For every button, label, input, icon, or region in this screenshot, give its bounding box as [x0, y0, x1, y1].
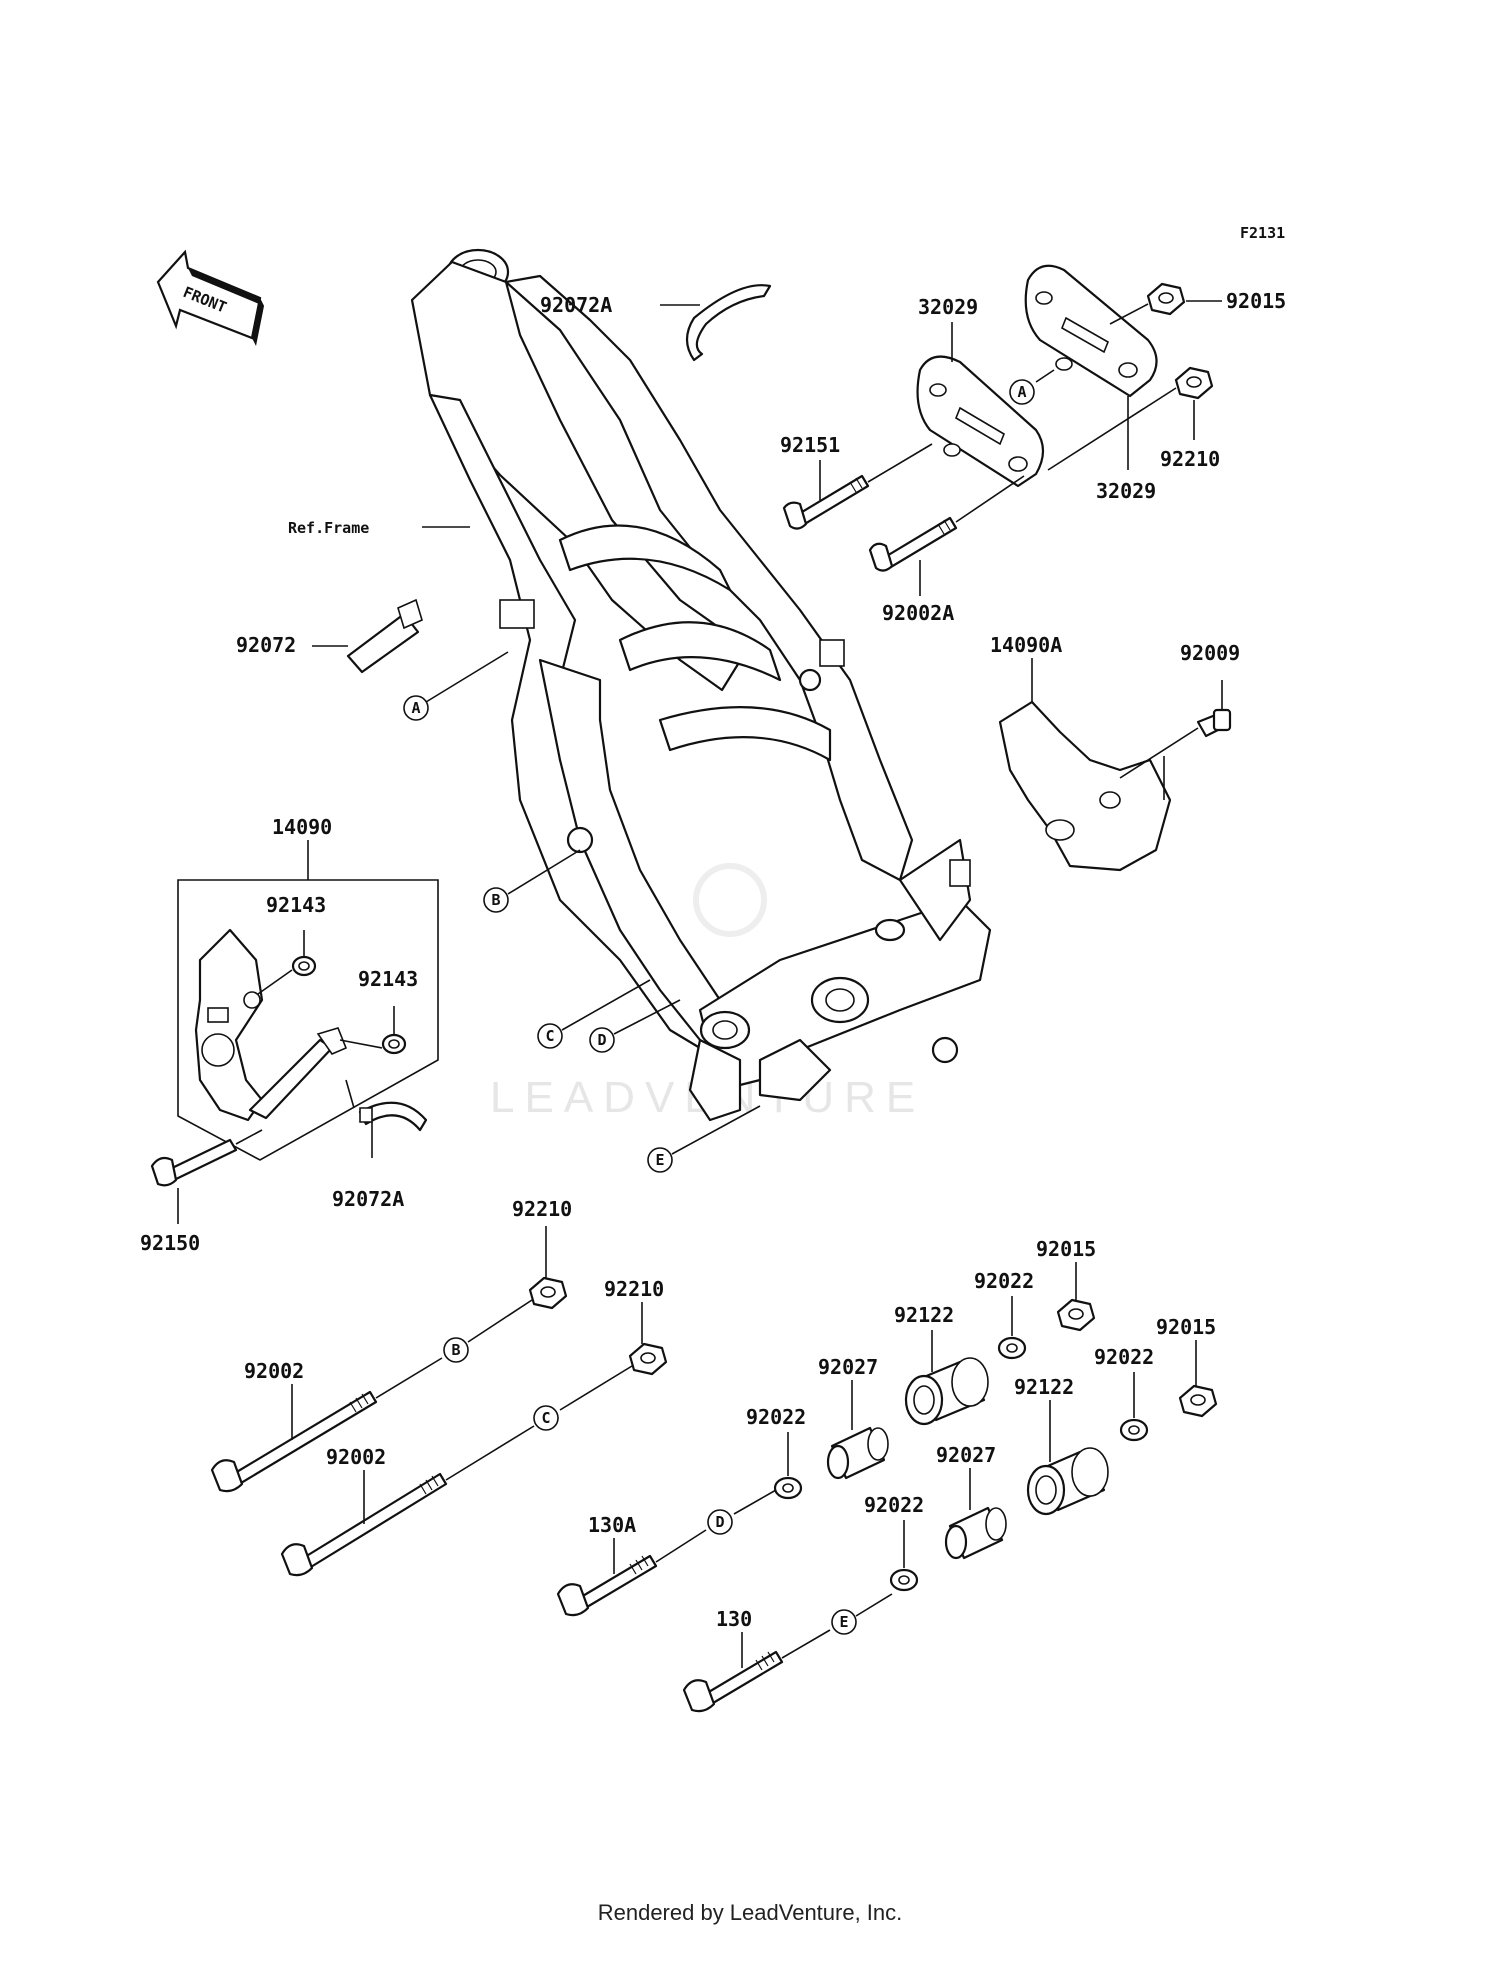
guard-14090-assembly: 14090 92143 92143 [177, 815, 439, 1161]
label-92210-mid2: 92210 [604, 1277, 664, 1301]
label-92143-a: 92143 [266, 893, 326, 917]
bolt-92002A: 92002A [868, 475, 1025, 625]
nut-92015-top: 92015 [1109, 282, 1286, 325]
label-92027-a: 92027 [818, 1355, 878, 1379]
label-92002-b: 92002 [326, 1445, 386, 1469]
svg-text:D: D [597, 1031, 606, 1049]
label-14090A: 14090A [990, 633, 1062, 657]
collar-92027-b: 92027 [936, 1443, 1007, 1560]
label-92022-d: 92022 [864, 1493, 924, 1517]
engine-mount-plate-lower [916, 355, 1045, 488]
footer-credit: Rendered by LeadVenture, Inc. [597, 1900, 903, 1925]
nut-92015-mid: 92015 [1036, 1237, 1096, 1332]
label-92122-b: 92122 [1014, 1375, 1074, 1399]
callout-E-bottom: E [831, 1609, 857, 1635]
bushing-92122-a: 92122 [894, 1303, 989, 1426]
label-92022-b: 92022 [1094, 1345, 1154, 1369]
label-92015-top: 92015 [1226, 289, 1286, 313]
guard-14090A: 14090A [990, 633, 1172, 872]
svg-text:A: A [1017, 383, 1026, 401]
bolt-92150: 92150 [140, 1129, 263, 1255]
nut-92210-mid2: 92210 [604, 1277, 668, 1376]
callout-A-right: A [1009, 369, 1055, 405]
washer-92022-b: 92022 [1094, 1345, 1154, 1442]
label-92022-c: 92022 [746, 1405, 806, 1429]
label-92002-a: 92002 [244, 1359, 304, 1383]
label-92150: 92150 [140, 1231, 200, 1255]
label-32029-bottom: 32029 [1096, 479, 1156, 503]
callout-B-frame: B [483, 849, 581, 913]
label-92122-a: 92122 [894, 1303, 954, 1327]
label-92009: 92009 [1180, 641, 1240, 665]
bolt-92151: 92151 [780, 433, 933, 530]
nut-92210-top: 92210 [1047, 366, 1220, 471]
callout-A-left: A [403, 651, 509, 721]
svg-text:E: E [839, 1613, 848, 1631]
bushing-92122-b: 92122 [1014, 1375, 1109, 1516]
label-130: 130 [716, 1607, 752, 1631]
callout-D-bottom: D [707, 1509, 733, 1535]
label-92002A: 92002A [882, 601, 954, 625]
washer-92022-c: 92022 [746, 1405, 806, 1500]
svg-text:C: C [541, 1409, 550, 1427]
bolt-92002-a: 92002 [210, 1299, 533, 1493]
label-92151: 92151 [780, 433, 840, 457]
svg-text:B: B [451, 1341, 460, 1359]
label-92022-a: 92022 [974, 1269, 1034, 1293]
washer-92022-d: 92022 [864, 1493, 924, 1592]
svg-text:E: E [655, 1151, 664, 1169]
nut-92015-right: 92015 [1156, 1315, 1218, 1418]
label-14090: 14090 [272, 815, 332, 839]
callout-B-bottom: B [443, 1337, 469, 1363]
label-92027-b: 92027 [936, 1443, 996, 1467]
ref-frame-label: Ref.Frame [288, 519, 369, 537]
callout-E-frame: E [647, 1105, 761, 1173]
label-92015-mid: 92015 [1036, 1237, 1096, 1261]
motorcycle-frame: Ref.Frame [288, 248, 992, 1122]
label-92015-right: 92015 [1156, 1315, 1216, 1339]
collar-92027-a: 92027 [818, 1355, 889, 1480]
engine-mount-plate-upper [1024, 264, 1158, 398]
bolt-92002-b: 92002 [280, 1365, 633, 1577]
svg-text:C: C [545, 1027, 554, 1045]
front-arrow-icon: FRONT [156, 249, 264, 346]
label-92210-top: 92210 [1160, 447, 1220, 471]
label-32029-top: 32029 [918, 295, 978, 319]
figure-code: F2131 [1240, 224, 1285, 242]
svg-text:A: A [411, 699, 420, 717]
label-130A: 130A [588, 1513, 636, 1537]
nut-92210-mid1: 92210 [512, 1197, 572, 1310]
label-92072A-top: 92072A [540, 293, 612, 317]
callout-D-frame: D [589, 999, 681, 1053]
bolt-130: 130 [682, 1593, 893, 1713]
label-92072: 92072 [236, 633, 296, 657]
svg-text:D: D [715, 1513, 724, 1531]
svg-text:B: B [491, 891, 500, 909]
screw-92009: 92009 [1119, 641, 1240, 800]
label-92143-b: 92143 [358, 967, 418, 991]
clip-92072A-top: 92072A [540, 284, 772, 362]
bolt-130A: 130A [556, 1489, 777, 1617]
callout-C-bottom: C [533, 1405, 559, 1431]
label-92072A-bottom: 92072A [332, 1187, 404, 1211]
clip-92072: 92072 [236, 598, 423, 674]
washer-92022-a: 92022 [974, 1269, 1034, 1360]
callout-C-frame: C [537, 979, 651, 1049]
label-92210-mid1: 92210 [512, 1197, 572, 1221]
clip-92072A-bottom: 92072A [332, 1079, 428, 1211]
